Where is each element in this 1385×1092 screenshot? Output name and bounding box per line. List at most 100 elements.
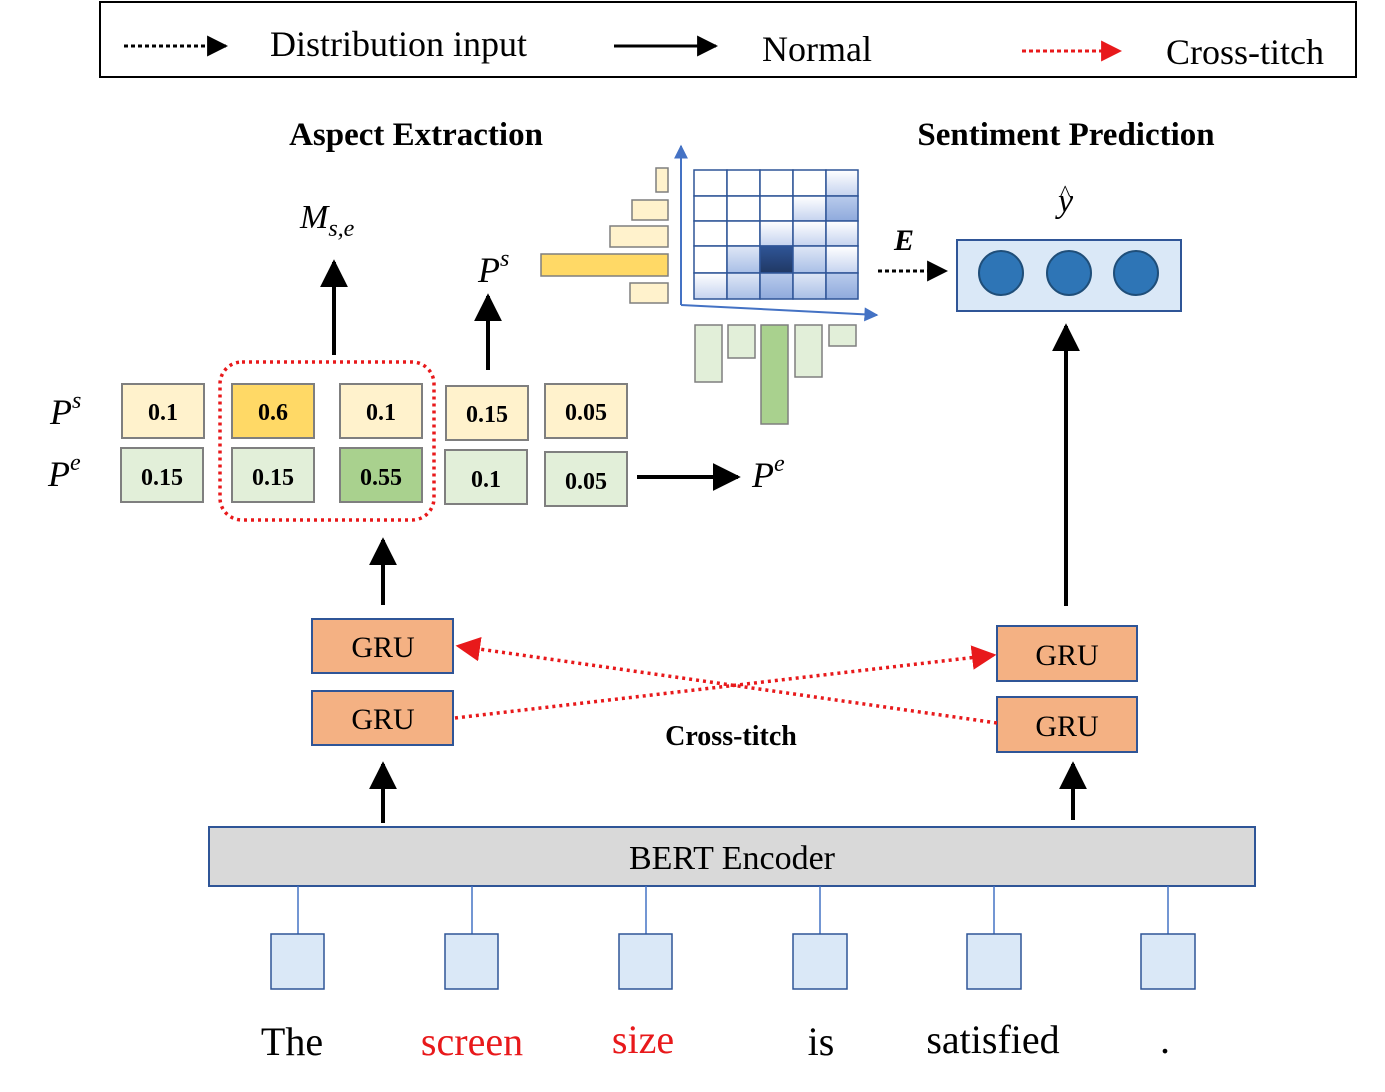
sentiment-node — [978, 250, 1024, 296]
pe-value-0: 0.15 — [141, 465, 183, 491]
end-bar — [727, 324, 756, 359]
ps-cell-4 — [544, 383, 628, 439]
pe-value-2: 0.55 — [360, 465, 402, 491]
svg-text:Ms,e: Ms,e — [299, 199, 355, 242]
aspect-gru-bottom — [311, 690, 454, 746]
heatmap-cell — [825, 220, 859, 247]
start-bar — [540, 253, 669, 277]
token-word-aspect: size — [612, 1017, 674, 1062]
ps-cell-1 — [231, 383, 315, 439]
ps-cell-2 — [339, 383, 423, 439]
start-bar — [655, 167, 669, 193]
token-box — [444, 933, 499, 990]
y-hat-base: y — [1055, 183, 1074, 220]
e-label: E — [893, 224, 914, 257]
pe-row-label: Pe — [47, 450, 81, 494]
end-bar — [828, 324, 857, 347]
cross-arrow-to-sentiment — [454, 645, 997, 720]
bert-encoder-label: BERT Encoder — [629, 840, 836, 877]
heatmap-cell — [825, 245, 859, 274]
end-marginal-bars — [694, 324, 857, 425]
sentiment-node — [1113, 250, 1159, 296]
aspect-extraction-title: Aspect Extraction — [289, 117, 543, 153]
end-bar — [760, 324, 789, 425]
token-word: The — [261, 1019, 323, 1064]
pe-cell-1 — [231, 447, 315, 503]
start-bar — [631, 199, 669, 221]
heatmap-cell — [693, 220, 728, 247]
heatmap-cell — [693, 272, 728, 300]
sentiment-prediction-title: Sentiment Prediction — [917, 117, 1214, 153]
y-hat-label: y ^ — [1055, 180, 1074, 220]
ps-value-3: 0.15 — [466, 402, 508, 428]
end-bar — [694, 324, 723, 383]
ps-output-label: Ps — [477, 246, 509, 290]
legend-cross-label: Cross-titch — [1166, 32, 1324, 72]
token-word: satisfied — [926, 1017, 1059, 1062]
aspect-gru-top-label: GRU — [351, 631, 415, 664]
bert-encoder — [208, 826, 1256, 887]
cross-stitch-label: Cross-titch — [665, 721, 797, 752]
pe-value-4: 0.05 — [565, 469, 607, 495]
heatmap-cell — [792, 220, 827, 247]
heatmap-cell — [693, 245, 728, 274]
heatmap-grid — [693, 169, 859, 300]
start-marginal-bars — [540, 167, 669, 304]
pe-row: 0.15 0.15 0.55 0.1 0.05 — [120, 447, 628, 507]
heatmap-cell — [792, 169, 827, 197]
ps-cell-3 — [445, 385, 529, 441]
token-box — [792, 933, 848, 990]
ps-cell-0 — [121, 383, 205, 439]
pe-value-1: 0.15 — [252, 465, 294, 491]
heatmap-cell — [759, 195, 794, 222]
heatmap-cell — [726, 272, 761, 300]
heatmap-cell — [792, 245, 827, 274]
ps-value-4: 0.05 — [565, 400, 607, 426]
pe-output-label: Pe — [751, 451, 785, 495]
pe-cell-4 — [544, 451, 628, 507]
token-box — [1140, 933, 1196, 990]
heatmap-cell — [759, 245, 794, 274]
ps-value-0: 0.1 — [148, 400, 178, 426]
heatmap-cell — [759, 169, 794, 197]
ps-value-2: 0.1 — [366, 400, 396, 426]
sentiment-gru-top — [996, 625, 1138, 682]
sentiment-gru-top-label: GRU — [1035, 639, 1099, 672]
ps-row: 0.1 0.6 0.1 0.15 0.05 — [121, 383, 628, 441]
heatmap-x-axis — [680, 304, 879, 322]
start-bar — [609, 225, 669, 248]
aspect-gru-bottom-label: GRU — [351, 703, 415, 736]
heatmap-cell — [792, 195, 827, 222]
heatmap-cell — [825, 169, 859, 197]
token-word: . — [1160, 1017, 1170, 1062]
span-selection-box — [218, 360, 436, 522]
heatmap-cell — [759, 272, 794, 300]
heatmap-cell — [726, 195, 761, 222]
token-word: is — [808, 1019, 835, 1064]
y-hat-caret: ^ — [1060, 180, 1071, 205]
pe-cell-3 — [444, 449, 528, 505]
sentiment-gru-bottom-label: GRU — [1035, 710, 1099, 743]
token-box — [966, 933, 1022, 990]
m-subscript: s,e — [328, 216, 354, 242]
pe-value-3: 0.1 — [471, 467, 501, 493]
end-bar — [794, 324, 823, 378]
ps-row-label: Ps — [49, 388, 81, 432]
heatmap-cell — [693, 195, 728, 222]
legend-distribution-label: Distribution input — [270, 24, 527, 64]
heatmap-cell — [792, 272, 827, 300]
pe-cell-2 — [339, 447, 423, 503]
token-box — [270, 933, 325, 990]
sentiment-node — [1046, 250, 1092, 296]
heatmap-cell — [726, 245, 761, 274]
heatmap-cell — [726, 169, 761, 197]
legend-box — [99, 1, 1357, 78]
heatmap-cell — [825, 195, 859, 222]
legend-normal-label: Normal — [762, 29, 872, 69]
heatmap-cell — [825, 272, 859, 300]
start-bar — [629, 282, 669, 304]
token-inputs — [270, 886, 1196, 990]
ps-value-1: 0.6 — [258, 400, 288, 426]
token-word-aspect: screen — [421, 1019, 523, 1064]
sentiment-gru-bottom — [996, 696, 1138, 753]
